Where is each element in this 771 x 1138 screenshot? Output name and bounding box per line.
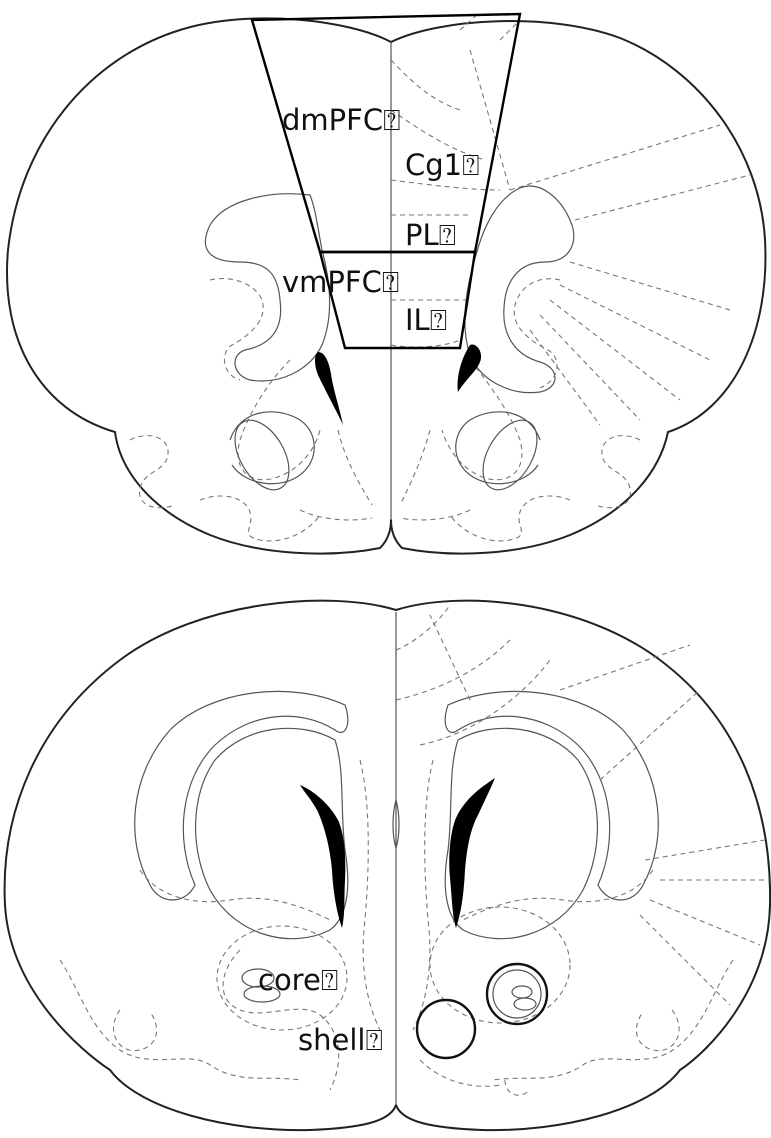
top-left-inner-dashed-3 (130, 436, 175, 508)
bottom-right-dashed-4 (636, 1010, 679, 1051)
bottom-left-striatum (196, 728, 348, 938)
top-left-ventricle (315, 352, 343, 425)
label-il: IL⍰ (405, 303, 447, 337)
label-dmpfc: dmPFC⍰ (282, 103, 400, 137)
bottom-left-dashed-4 (360, 760, 380, 1030)
bottom-right-cortical-boundaries (396, 605, 770, 1005)
label-pl: PL⍰ (405, 218, 456, 252)
core-inner-ellipse-1 (512, 986, 532, 998)
bottom-right-accumbens (430, 907, 570, 1023)
label-vmpfc: vmPFC⍰ (282, 265, 399, 299)
top-right-inner-dashed-2 (442, 360, 522, 480)
bottom-left-dashed-1 (140, 870, 330, 920)
core-inner-circle (493, 970, 541, 1018)
core-injection-circle (487, 964, 547, 1024)
shell-injection-circle (417, 1000, 475, 1058)
top-left-inner-dashed-1 (210, 279, 263, 380)
bottom-coronal-section: core⍰ shell⍰ (5, 601, 771, 1130)
top-left-inner-dashed-4 (200, 496, 320, 541)
top-left-inner-dashed-5 (300, 430, 372, 520)
bottom-right-dashed-5 (420, 1060, 530, 1095)
top-left-lens (224, 411, 300, 499)
bottom-left-ventricle (300, 785, 345, 928)
bottom-right-dashed-3 (413, 760, 433, 1030)
bottom-left-dashed-5 (114, 1010, 157, 1051)
bottom-right-dashed-1 (463, 870, 653, 920)
label-cg1: Cg1⍰ (405, 148, 480, 182)
top-right-inner-dashed-4 (450, 496, 570, 541)
top-coronal-section: dmPFC⍰ Cg1⍰ PL⍰ vmPFC⍰ IL⍰ (7, 12, 765, 554)
core-inner-ellipse-2 (514, 998, 536, 1010)
top-right-striatum (456, 412, 540, 484)
top-right-inner-dashed-5 (400, 430, 470, 520)
top-right-lens (472, 411, 548, 499)
bottom-right-ventricle (449, 778, 495, 928)
top-right-inner-dashed-3 (595, 436, 640, 508)
label-shell: shell⍰ (298, 1023, 383, 1057)
label-core: core⍰ (258, 963, 338, 997)
bottom-right-dashed-2 (493, 960, 733, 1080)
